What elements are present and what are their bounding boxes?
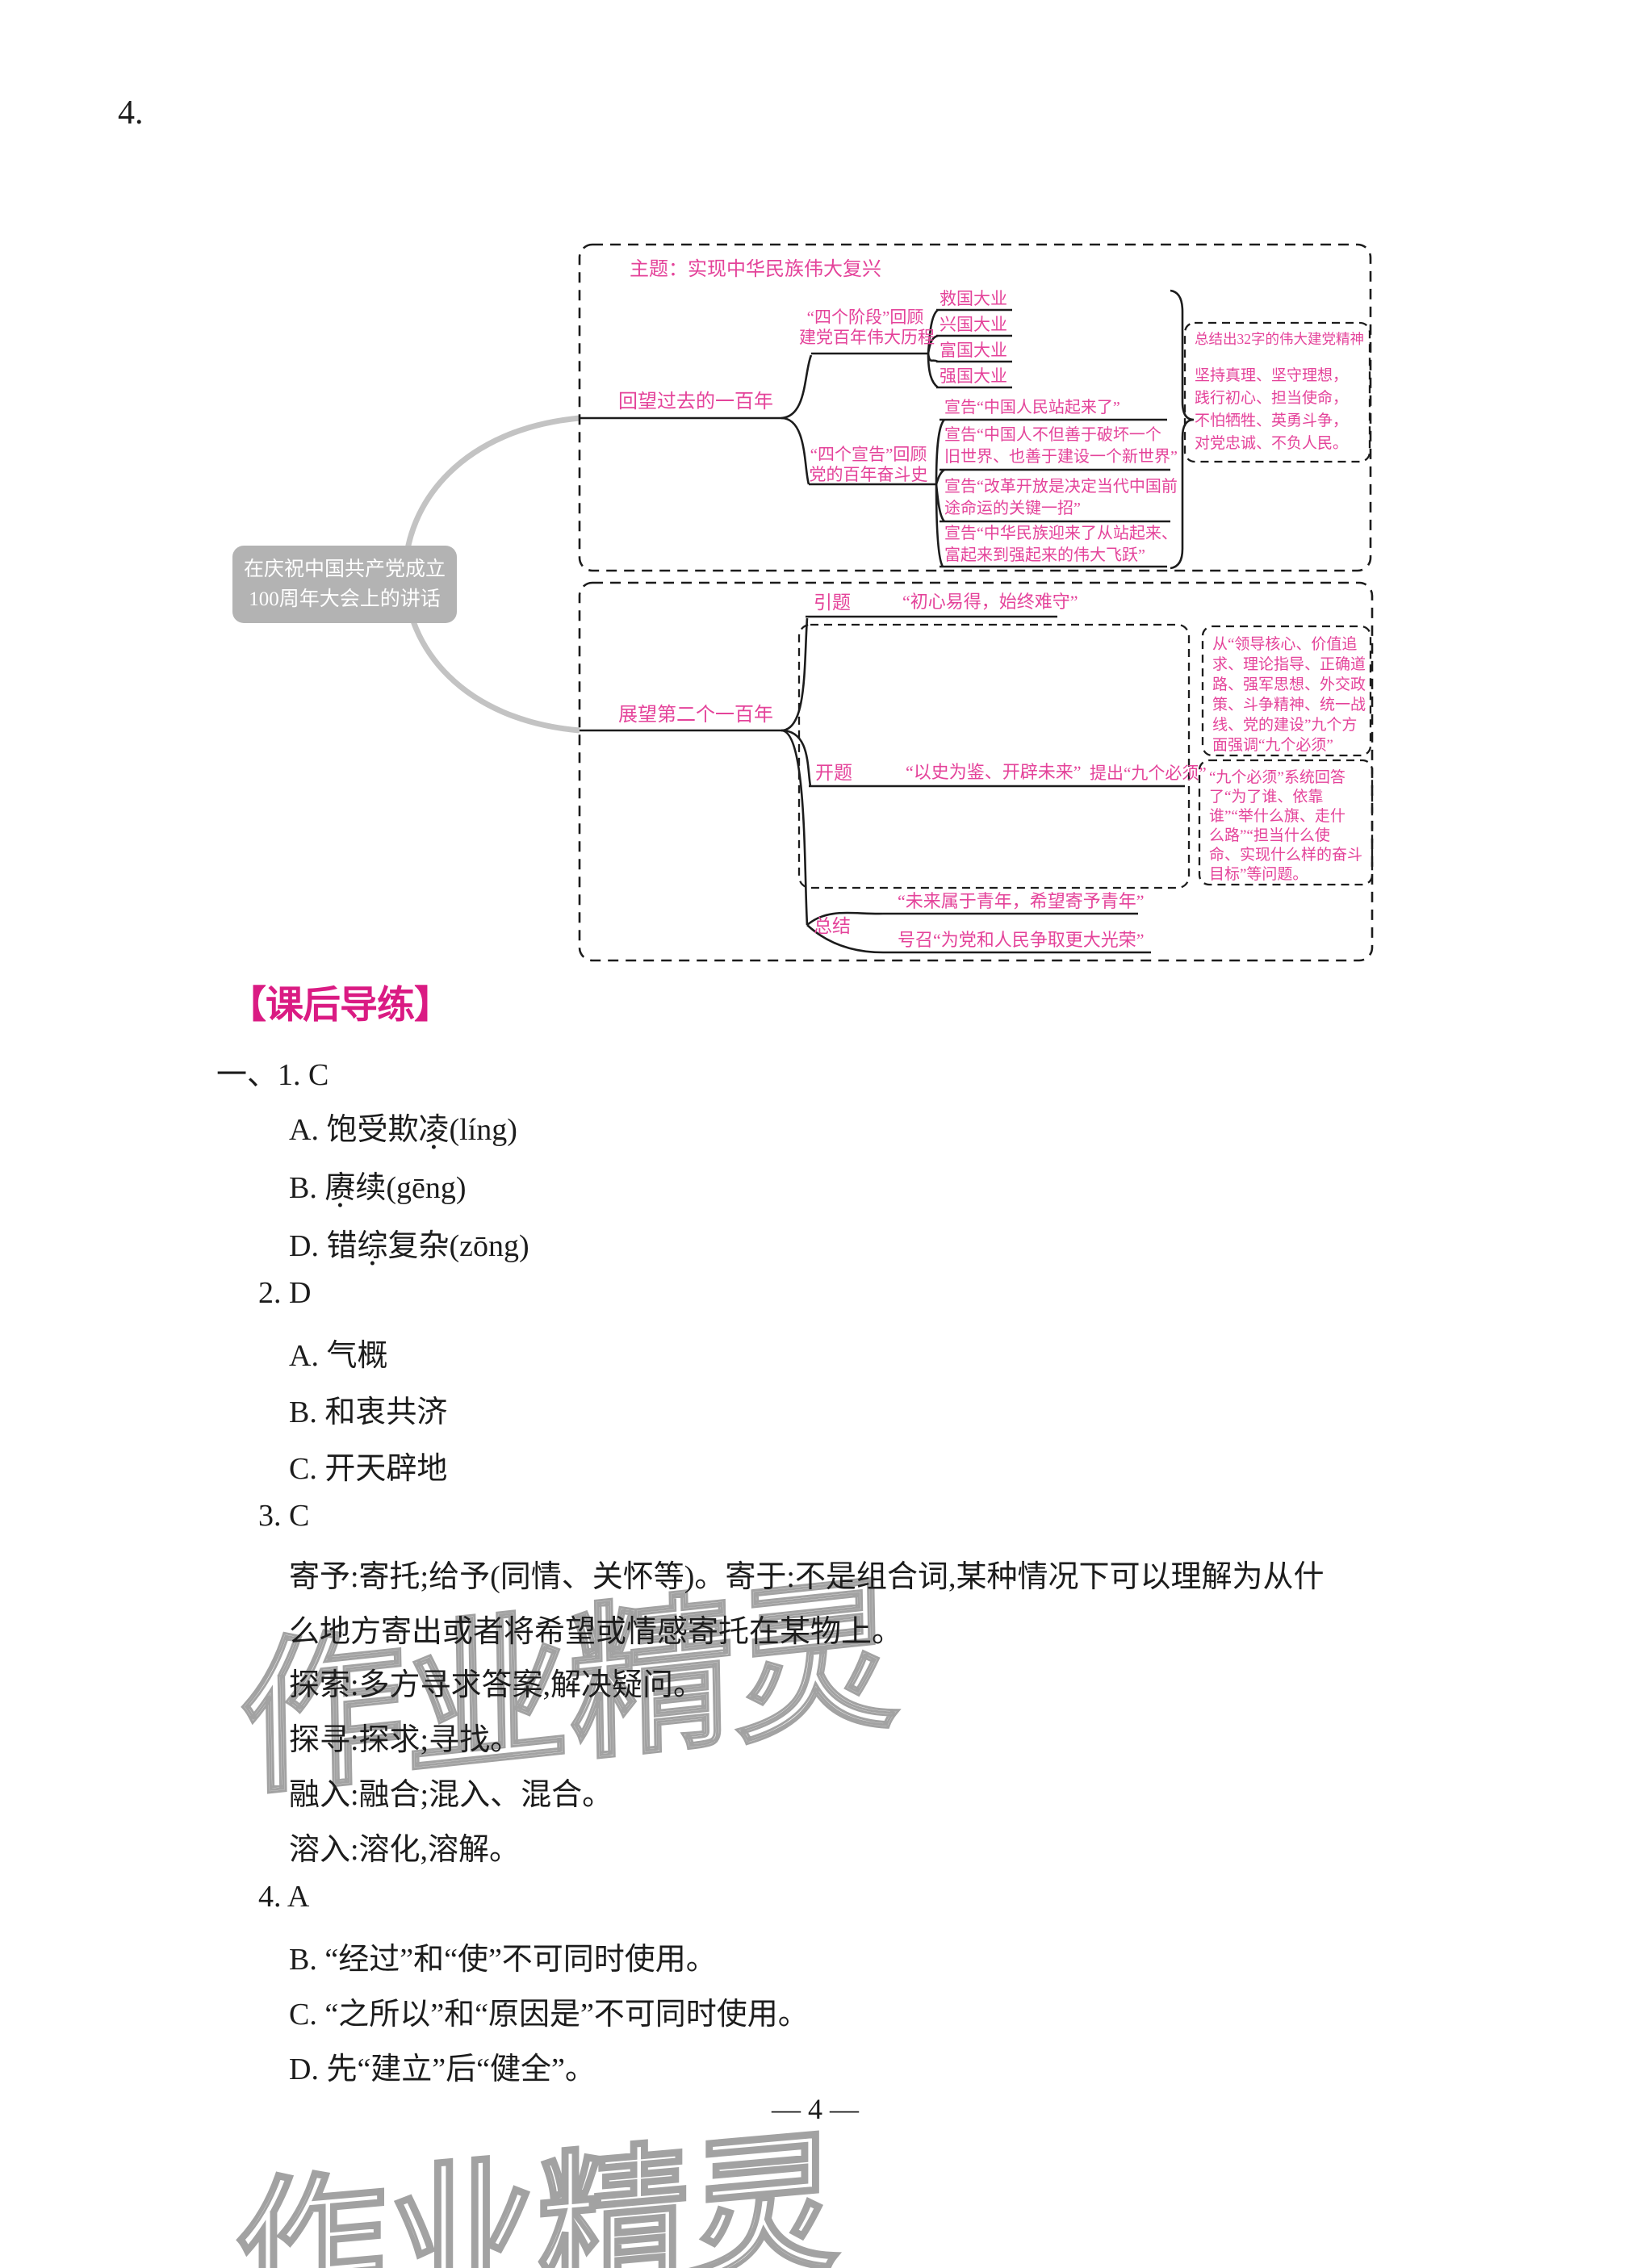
summary-box bbox=[1183, 321, 1371, 463]
answer-q4-option: B. “经过”和“使”不可同时使用。 bbox=[289, 1943, 717, 1977]
map-leaf: 富国大业 bbox=[940, 341, 1007, 360]
explanation-line: 溶入:溶化,溶解。 bbox=[289, 1833, 521, 1867]
note2-text: “九个必须”系统回答 了“为了谁、依靠 谁”“举什么旗、走什 么路”“担当什么使… bbox=[1209, 768, 1362, 885]
emphasized-char: 综 bbox=[357, 1220, 387, 1265]
explanation-line: 寄予:寄托;给予(同情、关怀等)。寄于:不是组合词,某种情况下可以理解为从什 bbox=[289, 1560, 1325, 1594]
map-leaf: 兴国大业 bbox=[940, 315, 1007, 334]
note1-text: 从“领导核心、价值追 求、理论指导、正确道 路、强军思想、外交政 策、斗争精神、… bbox=[1212, 634, 1366, 755]
map-concl-leaf1: “未来属于青年，希望寄予青年” bbox=[898, 891, 1145, 911]
map-b2-label-line2: 党的百年奋斗史 bbox=[809, 464, 928, 484]
explanation-line: 探索:多方寻求答案,解决疑问。 bbox=[289, 1668, 705, 1702]
map-leaf: 宣告“改革开放是决定当代中国前 bbox=[944, 478, 1178, 496]
map-open-extra: 提出“九个必须” bbox=[1090, 764, 1207, 783]
note1-line: 路、强军思想、外交政 bbox=[1212, 676, 1366, 693]
map-theme: 主题：实现中华民族伟大复兴 bbox=[630, 259, 881, 280]
note2-line: 目标”等问题。 bbox=[1209, 866, 1308, 883]
map-leaf: 宣告“中国人不但善于破坏一个 bbox=[944, 426, 1161, 444]
note2-box bbox=[1198, 759, 1374, 886]
answer-q3: 3. C bbox=[258, 1499, 310, 1533]
answer-q1: 一、1. C bbox=[216, 1058, 329, 1092]
map-leaf: 富起来到强起来的伟大飞跃” bbox=[944, 546, 1145, 564]
answer-q2-option: C. 开天辟地 bbox=[289, 1452, 448, 1486]
answer-q2: 2. D bbox=[258, 1276, 312, 1310]
map-intro-text: “初心易得，始终难守” bbox=[902, 592, 1078, 612]
answer-q1-option-d: D. 错综复杂(zōng) bbox=[289, 1220, 529, 1265]
section1-box bbox=[578, 243, 1372, 572]
map-concl-label: 总结 bbox=[814, 916, 851, 936]
answer-q4: 4. A bbox=[258, 1880, 310, 1914]
root-title-line1: 在庆祝中国共产党成立 bbox=[243, 559, 446, 580]
option-pinyin: (líng) bbox=[449, 1113, 517, 1147]
answer-q1-option-b: B. 赓续(gēng) bbox=[289, 1162, 467, 1207]
map-b1-label-line2: 建党百年伟大历程 bbox=[799, 327, 935, 347]
map-branch-future: 展望第二个一百年 bbox=[618, 705, 773, 726]
note1-line: 求、理论指导、正确道 bbox=[1212, 656, 1366, 673]
note1-line: 线、党的建设”九个方 bbox=[1212, 717, 1358, 734]
mindmap-lines bbox=[402, 243, 1374, 962]
note2-line: 谁”“举什么旗、走什 bbox=[1209, 808, 1346, 825]
page-number: — 4 — bbox=[772, 2093, 859, 2125]
explanation-line: 么地方寄出或者将希望或情感寄托在某物上。 bbox=[289, 1615, 903, 1649]
root-title-line2: 100周年大会上的讲话 bbox=[249, 588, 441, 610]
map-b2-label-line1: “四个宣告”回顾 bbox=[810, 445, 927, 464]
brace-right bbox=[1170, 289, 1195, 570]
summary-title: 总结出32字的伟大建党精神 bbox=[1195, 331, 1364, 347]
summary-line: 践行初心、担当使命， bbox=[1195, 390, 1349, 407]
note2-line: 了“为了谁、依靠 bbox=[1209, 789, 1324, 806]
map-b1-label: “四个阶段”回顾 建党百年伟大历程 bbox=[799, 308, 935, 348]
note1-box bbox=[1201, 625, 1372, 757]
map-b1-label-line1: “四个阶段”回顾 bbox=[806, 308, 924, 327]
emphasized-char: 赓 bbox=[324, 1162, 355, 1207]
option-pinyin: 复杂(zōng) bbox=[387, 1229, 529, 1263]
map-intro-label: 引题 bbox=[814, 592, 851, 613]
answer-q2-option: A. 气概 bbox=[289, 1339, 388, 1373]
answer-q1-option-a: A. 饱受欺凌(líng) bbox=[289, 1104, 517, 1149]
map-b2-label: “四个宣告”回顾 党的百年奋斗史 bbox=[799, 445, 938, 485]
option-text: B. bbox=[289, 1171, 325, 1205]
mindmap-root-node: 在庆祝中国共产党成立 100周年大会上的讲话 bbox=[232, 546, 457, 623]
answer-q4-option: C. “之所以”和“原因是”不可同时使用。 bbox=[289, 1998, 809, 2032]
note2-line: “九个必须”系统回答 bbox=[1209, 769, 1346, 786]
summary-line: 坚持真理、坚守理想， bbox=[1195, 367, 1349, 384]
note1-line: 策、斗争精神、统一战 bbox=[1212, 697, 1366, 713]
explanation-line: 探寻:探求;寻找。 bbox=[289, 1723, 521, 1757]
option-text: A. 饱受欺 bbox=[289, 1113, 419, 1147]
item-number: 4. bbox=[118, 94, 144, 132]
map-leaf: 宣告“中华民族迎来了从站起来、 bbox=[944, 525, 1178, 542]
summary-line: 不怕牺牲、英勇斗争， bbox=[1195, 412, 1349, 429]
explanation-line: 融入:融合;混入、混合。 bbox=[289, 1778, 613, 1812]
option-text: D. 错 bbox=[289, 1229, 358, 1263]
answer-q4-option: D. 先“建立”后“健全”。 bbox=[289, 2052, 596, 2086]
map-leaf: 救国大业 bbox=[940, 289, 1007, 308]
map-leaf: 宣告“中国人民站起来了” bbox=[944, 399, 1120, 416]
summary-lines: 坚持真理、坚守理想， 践行初心、担当使命， 不怕牺牲、英勇斗争， 对党忠诚、不负… bbox=[1195, 365, 1348, 455]
map-concl-leaf2: 号召“为党和人民争取更大光荣” bbox=[898, 930, 1145, 950]
map-branch-past: 回望过去的一百年 bbox=[618, 391, 773, 412]
section-header: 【课后导练】 bbox=[228, 983, 452, 1026]
answer-q2-option: B. 和衷共济 bbox=[289, 1396, 448, 1429]
map-leaf: 旧世界、也善于建设一个新世界” bbox=[944, 448, 1178, 466]
option-pinyin: 续(gēng) bbox=[355, 1171, 467, 1205]
note2-line: 么路”“担当什么使 bbox=[1209, 827, 1330, 844]
map-leaf: 强国大业 bbox=[940, 366, 1007, 386]
summary-line: 对党忠诚、不负人民。 bbox=[1195, 435, 1349, 452]
emphasized-char: 凌 bbox=[418, 1104, 449, 1149]
map-open-label: 开题 bbox=[815, 763, 852, 783]
map-open-text: “以史为鉴、开辟未来” bbox=[906, 762, 1082, 782]
note1-line: 从“领导核心、价值追 bbox=[1212, 636, 1358, 653]
map-leaf: 途命运的关键一招” bbox=[944, 500, 1081, 517]
note2-line: 命、实现什么样的奋斗 bbox=[1209, 847, 1363, 864]
section2-inner-box bbox=[797, 623, 1191, 889]
note1-line: 面强调“九个必须” bbox=[1212, 737, 1333, 754]
